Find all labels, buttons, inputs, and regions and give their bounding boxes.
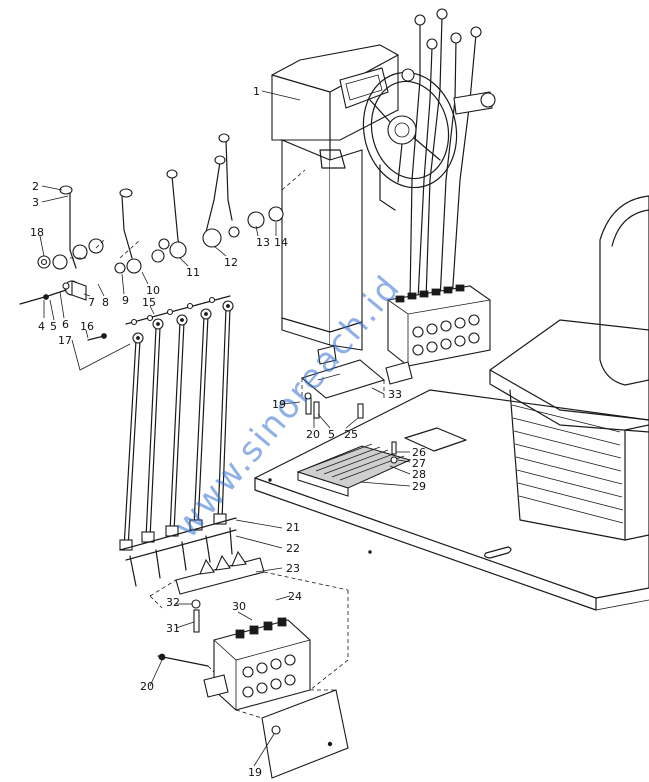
callout-4: 4 xyxy=(38,320,45,333)
callout-28: 28 xyxy=(412,468,426,481)
callout-21: 21 xyxy=(286,521,300,534)
callout-10: 10 xyxy=(146,284,160,297)
callout-5: 5 xyxy=(50,320,57,333)
callout-19-lower: 19 xyxy=(248,766,262,779)
callout-27: 27 xyxy=(412,457,426,470)
callout-17: 17 xyxy=(58,334,72,347)
exploded-levers xyxy=(19,133,349,609)
floor-valve-block xyxy=(296,441,412,497)
callout-19: 19 xyxy=(272,398,286,411)
floor-plate xyxy=(254,389,649,611)
callout-33: 33 xyxy=(388,388,402,401)
callout-20-lower: 20 xyxy=(140,680,154,693)
callout-16: 16 xyxy=(80,320,94,333)
callout-14: 14 xyxy=(274,236,288,249)
callout-9: 9 xyxy=(122,294,129,307)
callout-22: 22 xyxy=(286,542,300,555)
operator-seat xyxy=(489,195,649,541)
callout-labels: 1 2 3 18 4 5 6 7 8 9 10 11 12 13 14 15 1… xyxy=(30,85,426,779)
callout-5-lower: 5 xyxy=(328,428,335,441)
callout-8: 8 xyxy=(102,296,109,309)
callout-6: 6 xyxy=(62,318,69,331)
lower-control-valve xyxy=(157,590,349,711)
callout-29: 29 xyxy=(412,480,426,493)
callout-7: 7 xyxy=(88,296,95,309)
leader-lines xyxy=(39,90,411,767)
callout-15: 15 xyxy=(142,296,156,309)
callout-30: 30 xyxy=(232,600,246,613)
callout-25: 25 xyxy=(344,428,358,441)
callout-18: 18 xyxy=(30,226,44,239)
console-levers xyxy=(385,8,496,385)
callout-13: 13 xyxy=(256,236,270,249)
callout-20: 20 xyxy=(306,428,320,441)
steering-console xyxy=(271,44,458,351)
callout-3: 3 xyxy=(32,196,39,209)
callout-24: 24 xyxy=(288,590,302,603)
cover-plate xyxy=(235,689,349,779)
callout-1: 1 xyxy=(253,85,260,98)
callout-11: 11 xyxy=(186,266,200,279)
callout-32: 32 xyxy=(166,596,180,609)
callout-31: 31 xyxy=(166,622,180,635)
callout-12: 12 xyxy=(224,256,238,269)
callout-23: 23 xyxy=(286,562,300,575)
callout-26: 26 xyxy=(412,446,426,459)
callout-2: 2 xyxy=(32,180,39,193)
bracket-assembly xyxy=(300,345,386,419)
